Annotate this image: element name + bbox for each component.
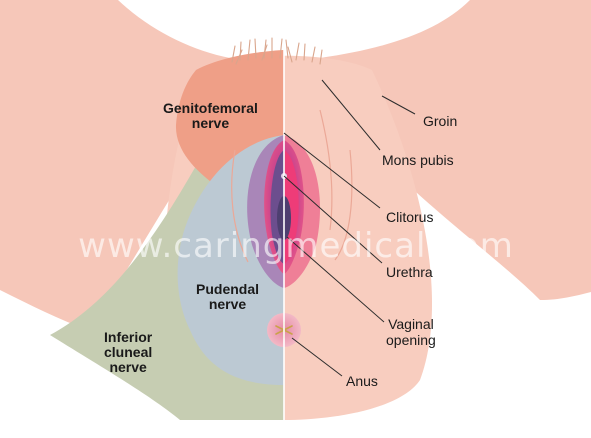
genitofemoral-label: Genitofemoral nerve	[163, 101, 258, 131]
pudendal-label-text: Pudendal nerve	[196, 281, 259, 312]
groin-label: Groin	[423, 113, 457, 129]
vaginal-opening-label: Vaginal opening	[386, 316, 436, 348]
clitorus-label: Clitorus	[386, 209, 433, 225]
pudendal-label: Pudendal nerve	[196, 282, 259, 312]
inferior-cluneal-label-text: Inferior cluneal nerve	[104, 329, 152, 375]
vaginal-opening-label-text: Vaginal opening	[386, 316, 436, 348]
inferior-cluneal-label: Inferior cluneal nerve	[104, 330, 152, 375]
urethra-label: Urethra	[386, 264, 433, 280]
anus-label: Anus	[346, 373, 378, 389]
genitofemoral-label-text: Genitofemoral nerve	[163, 100, 258, 131]
mons-pubis-label: Mons pubis	[382, 152, 454, 168]
